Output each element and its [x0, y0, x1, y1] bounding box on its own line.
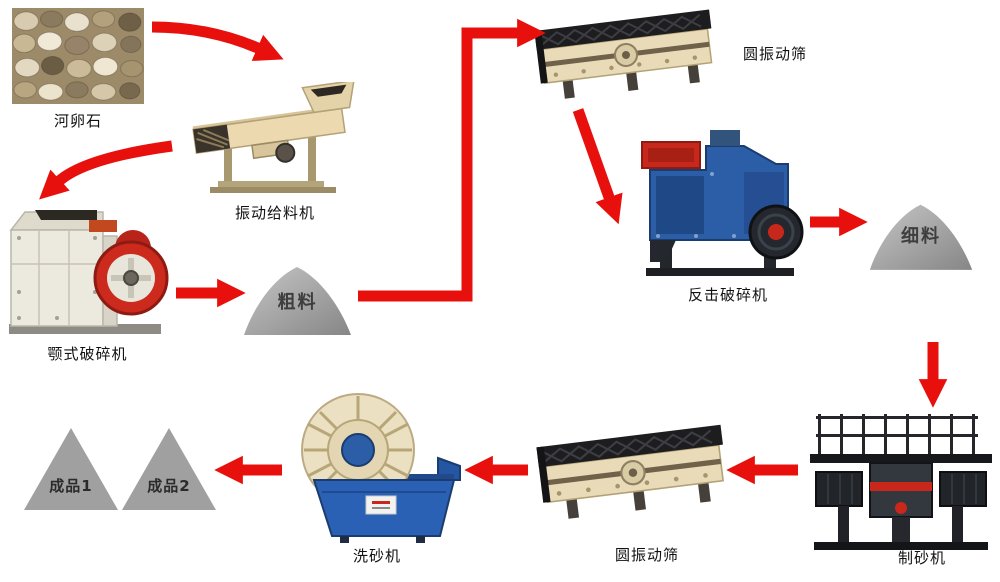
vibrating-feeder-image [180, 82, 370, 200]
impact-crusher-image [636, 112, 806, 282]
product-1-pile [22, 424, 120, 512]
river-pebbles-image [12, 8, 144, 104]
arrow-coarse-to-screen-top [358, 18, 546, 302]
product-2-pile [120, 424, 218, 512]
label-screen-bottom: 圆振动筛 [614, 546, 679, 564]
sand-maker-image [804, 396, 999, 551]
sand-washer-image [288, 388, 463, 543]
label-screen-top: 圆振动筛 [742, 45, 807, 63]
label-fine-material: 细料 [901, 226, 941, 247]
arrow-feeder-to-jaw-crusher [39, 140, 173, 200]
circular-vibrating-screen-top-image [534, 5, 719, 117]
label-coarse-material: 粗料 [277, 292, 318, 313]
label-jaw-crusher: 颚式破碎机 [47, 345, 128, 363]
label-impact-crusher: 反击破碎机 [687, 286, 768, 304]
label-product-2: 成品2 [147, 477, 191, 495]
label-sand-washer: 洗砂机 [352, 547, 401, 565]
jaw-crusher-image [5, 192, 170, 342]
label-vibrating-feeder: 振动给料机 [234, 204, 315, 222]
circular-vibrating-screen-bottom-image [536, 420, 731, 538]
label-river-pebbles: 河卵石 [53, 112, 102, 130]
arrow-screen-top-to-impact-crusher [572, 108, 623, 225]
arrow-pebbles-to-feeder [151, 21, 284, 61]
label-sand-maker: 制砂机 [897, 549, 946, 567]
label-product-1: 成品1 [49, 477, 93, 495]
